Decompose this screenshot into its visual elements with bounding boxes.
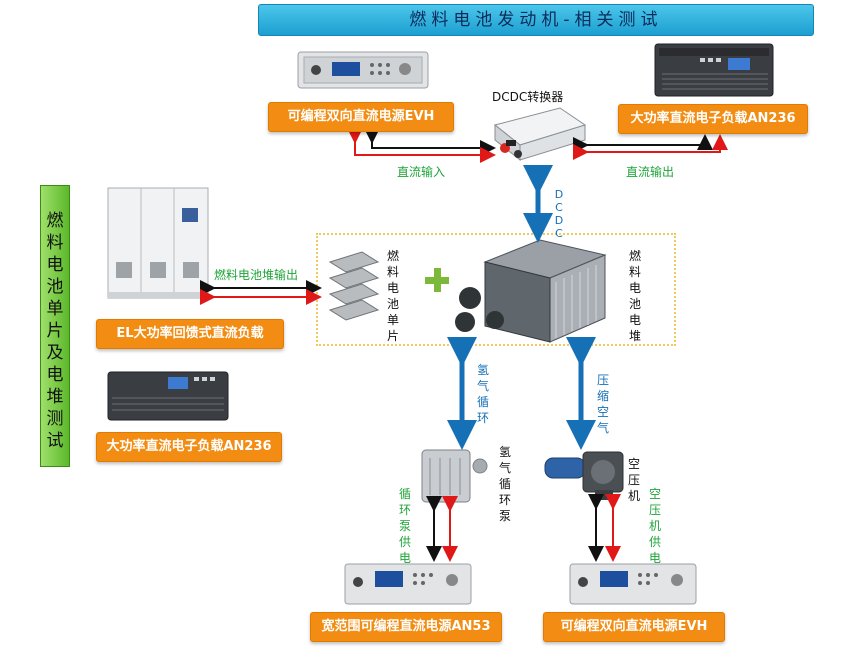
hydrogen-pump-char: 泵	[498, 509, 511, 523]
single-cell-char: 单	[386, 313, 399, 327]
side-section-label: 燃料电池单片及电堆测试	[40, 185, 70, 467]
side-title-char: 及	[46, 343, 64, 363]
hydrogen-circ-char: 循	[476, 395, 489, 409]
side-title-char: 池	[46, 277, 64, 297]
fuel-cell-plates	[328, 251, 380, 321]
compressor-char: 压	[627, 473, 640, 487]
side-title-char: 测	[46, 409, 64, 429]
single-cell-char: 片	[386, 329, 399, 343]
side-title-char: 燃	[46, 211, 64, 231]
an53-instrument	[344, 563, 472, 605]
compressed-air-char: 空	[596, 405, 609, 419]
side-title-char: 单	[46, 299, 64, 319]
compressed-air-char: 缩	[596, 389, 609, 403]
hydrogen-pump-label: 氢气循环泵	[498, 444, 512, 524]
pump-power-char: 电	[398, 551, 411, 565]
compressed-air-char: 气	[596, 421, 609, 435]
stack-char: 电	[628, 281, 641, 295]
dc-output-label: 直流输出	[626, 165, 675, 179]
an236-instrument-left	[107, 371, 229, 421]
dcdc-char: D	[554, 188, 564, 201]
evh-bottom-button: 可编程双向直流电源EVH	[543, 612, 725, 642]
dcdc-converter-label: DCDC转换器	[492, 90, 564, 104]
blue-arrows	[447, 165, 596, 450]
wires-el-cells	[200, 280, 322, 305]
dcdc-char: C	[555, 201, 563, 214]
single-cell-char: 电	[386, 281, 399, 295]
plus-icon	[425, 268, 449, 292]
hydrogen-circulation-label: 氢气循环	[476, 362, 490, 426]
evh-top-button: 可编程双向直流电源EVH	[268, 102, 454, 132]
pump-power-char: 供	[398, 535, 411, 549]
pump-power-char: 环	[398, 503, 411, 517]
side-title-char: 片	[46, 321, 64, 341]
evh-instrument-bottom	[569, 563, 697, 605]
dcdc-char: C	[555, 227, 563, 240]
compressor-power-char: 压	[648, 503, 661, 517]
pump-power-char: 循	[398, 487, 411, 501]
hydrogen-circ-char: 氢	[476, 363, 489, 377]
air-compressor	[544, 451, 624, 500]
compressed-air-char: 压	[596, 373, 609, 387]
an236-top-button: 大功率直流电子负载AN236	[618, 104, 808, 134]
compressor-char: 机	[627, 489, 640, 503]
stack-char: 燃	[628, 249, 641, 263]
an236-left-button: 大功率直流电子负载AN236	[96, 432, 282, 462]
compressor-label: 空压机	[627, 456, 641, 504]
stack-char: 堆	[628, 329, 641, 343]
hydrogen-pump	[421, 449, 488, 503]
dcdc-char: D	[554, 214, 564, 227]
pump-power-char: 泵	[398, 519, 411, 533]
compressor-power-label: 空压机供电	[648, 486, 662, 566]
fc-stack-output-label: 燃料电池堆输出	[214, 268, 299, 282]
el-load-cabinet	[107, 187, 209, 299]
stack-char: 池	[628, 297, 641, 311]
stack-label: 燃料电池电堆	[628, 248, 642, 344]
page-title: 燃料电池发动机-相关测试	[258, 4, 814, 36]
el-load-button: EL大功率回馈式直流负载	[96, 319, 284, 349]
compressor-power-char: 机	[648, 519, 661, 533]
an53-button: 宽范围可编程直流电源AN53	[310, 612, 502, 642]
compressed-air-label: 压缩空气	[596, 372, 610, 436]
compressor-power-char: 电	[648, 551, 661, 565]
compressor-power-char: 空	[648, 487, 661, 501]
compressor-char: 空	[627, 457, 640, 471]
single-cell-char: 燃	[386, 249, 399, 263]
fuel-cell-stack	[455, 239, 607, 343]
an236-instrument-top	[654, 43, 774, 97]
hydrogen-circ-char: 环	[476, 411, 489, 425]
compressor-power-char: 供	[648, 535, 661, 549]
wires-compressor-evh	[588, 494, 621, 562]
hydrogen-pump-char: 气	[498, 461, 511, 475]
stack-char: 电	[628, 313, 641, 327]
single-cell-char: 池	[386, 297, 399, 311]
wires-evh-dcdc	[347, 128, 496, 163]
side-title-char: 堆	[46, 387, 64, 407]
hydrogen-pump-char: 循	[498, 477, 511, 491]
evh-instrument-top	[297, 51, 429, 89]
wires-dcdc-an236	[573, 134, 728, 160]
side-title-char: 试	[46, 431, 64, 451]
dc-input-label: 直流输入	[397, 165, 446, 179]
wires-pump-an53	[426, 496, 458, 562]
single-cell-char: 料	[386, 265, 399, 279]
pump-power-label: 循环泵供电	[398, 486, 412, 566]
dcdc-converter	[493, 107, 587, 162]
stack-char: 料	[628, 265, 641, 279]
hydrogen-circ-char: 气	[476, 379, 489, 393]
side-title-char: 电	[46, 365, 64, 385]
hydrogen-pump-char: 氢	[498, 445, 511, 459]
single-cell-label: 燃料电池单片	[386, 248, 400, 344]
side-title-char: 电	[46, 255, 64, 275]
hydrogen-pump-char: 环	[498, 493, 511, 507]
side-title-char: 料	[46, 233, 64, 253]
